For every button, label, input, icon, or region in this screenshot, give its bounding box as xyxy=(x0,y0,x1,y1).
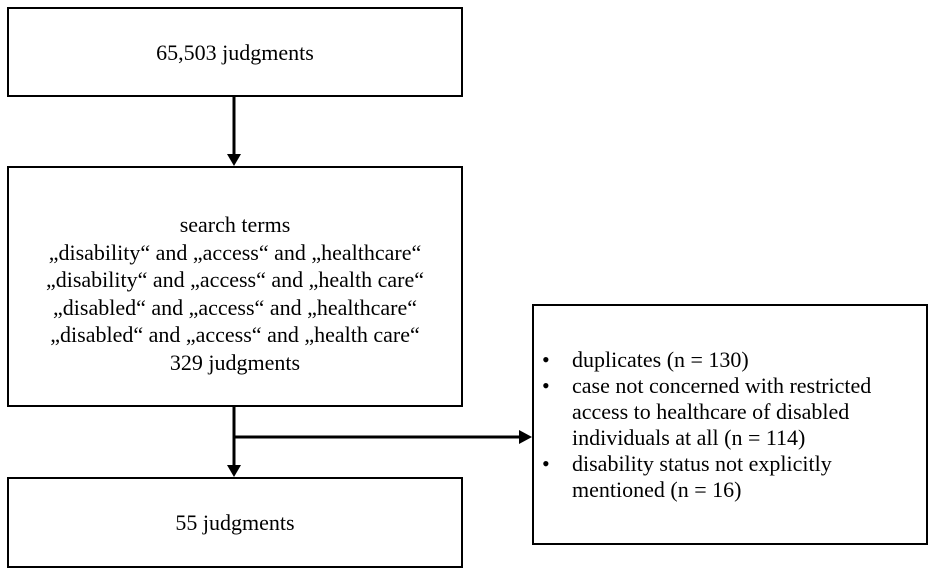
exclusion-text-status-not-mentioned: disability status not explicitly mention… xyxy=(572,450,832,502)
exclusions-box: • duplicates (n = 130) • case not concer… xyxy=(532,304,928,545)
exclusions-list: • duplicates (n = 130) • case not concer… xyxy=(534,347,926,503)
bullet-icon: • xyxy=(542,346,550,372)
exclusion-text-not-concerned: case not concerned with restricted acces… xyxy=(572,372,872,450)
total-judgments-text: 65,503 judgments xyxy=(156,39,314,65)
search-term-3: „disabled“ and „access“ and „healthcare“ xyxy=(53,294,417,320)
search-term-4: „disabled“ and „access“ and „health care… xyxy=(50,322,420,347)
search-terms-box: search terms „disability“ and „access“ a… xyxy=(7,166,463,407)
arrowhead-down-icon xyxy=(227,154,241,166)
arrowhead-right-icon xyxy=(519,430,532,444)
search-term-1: „disability“ and „access“ and „healthcar… xyxy=(48,239,422,265)
final-judgments-text: 55 judgments xyxy=(175,510,295,535)
exclusion-text-duplicates: duplicates (n = 130) xyxy=(572,346,749,372)
search-terms-lines: search terms „disability“ and „access“ a… xyxy=(46,211,424,376)
search-terms-heading: search terms xyxy=(179,212,291,237)
total-judgments-box: 65,503 judgments xyxy=(7,7,463,97)
bullet-icon: • xyxy=(542,372,550,398)
search-result-count: 329 judgments xyxy=(169,349,301,375)
exclusion-item-status-not-mentioned: • disability status not explicitly menti… xyxy=(542,451,926,503)
search-term-2: „disability“ and „access“ and „health ca… xyxy=(45,267,425,292)
final-judgments-box: 55 judgments xyxy=(7,477,463,568)
exclusion-item-not-concerned: • case not concerned with restricted acc… xyxy=(542,373,926,451)
arrowhead-down-icon xyxy=(227,465,241,477)
bullet-icon: • xyxy=(542,450,550,476)
exclusion-item-duplicates: • duplicates (n = 130) xyxy=(542,347,926,373)
